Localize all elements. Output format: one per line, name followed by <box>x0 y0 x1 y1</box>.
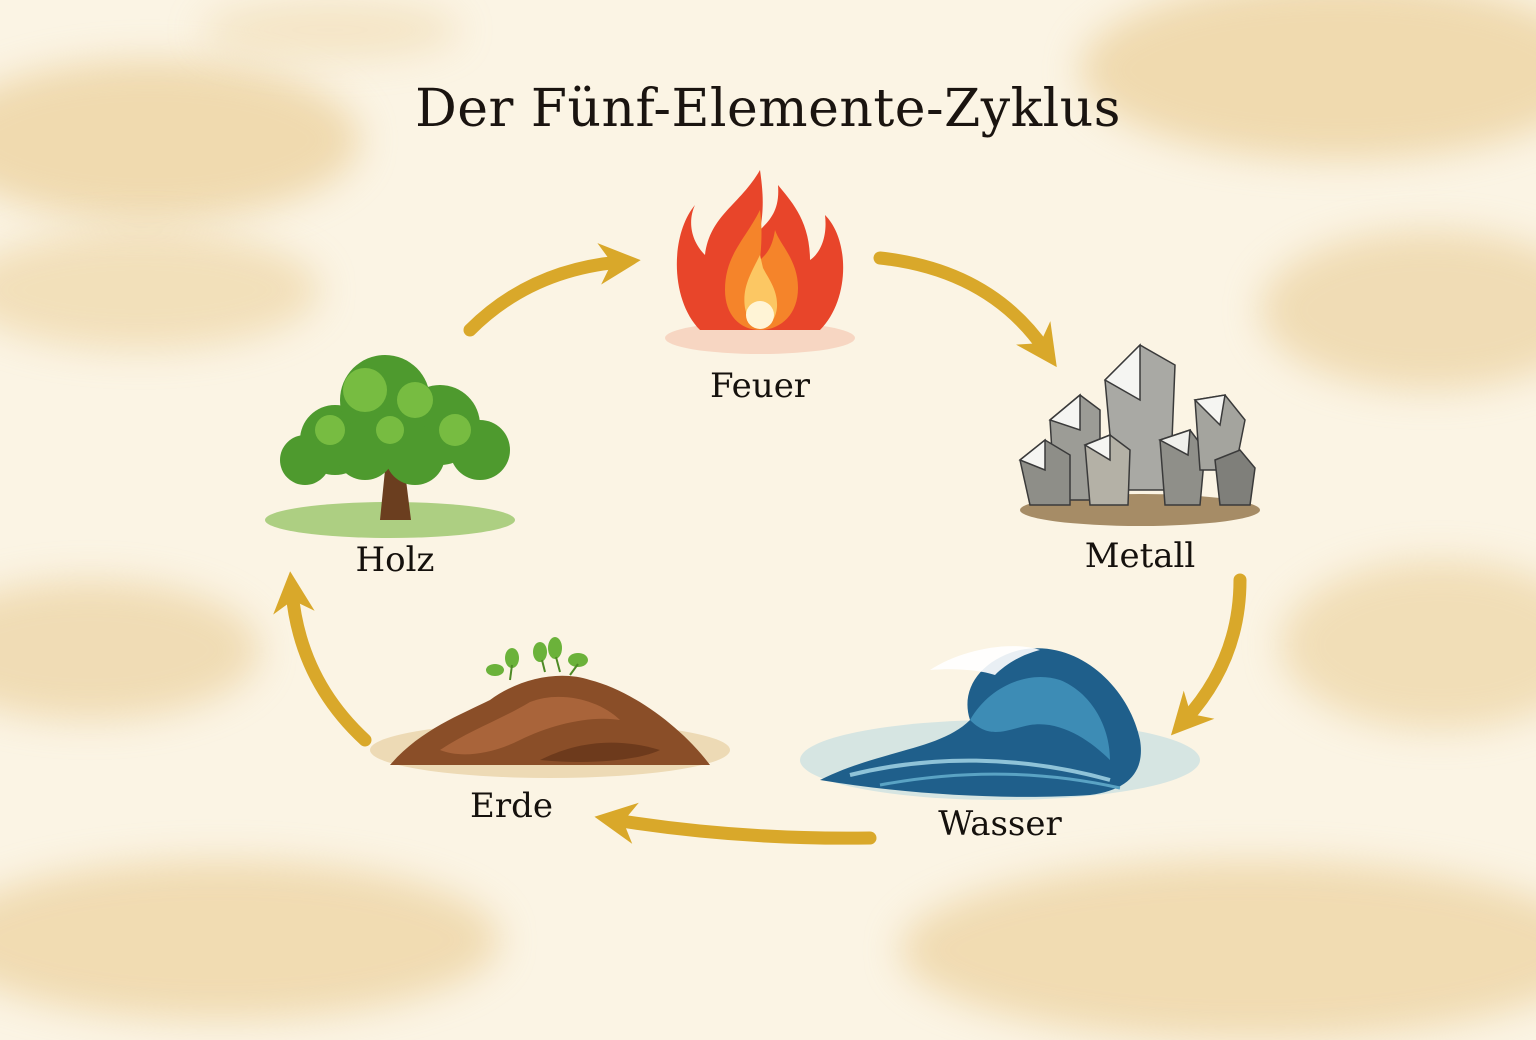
wave-icon <box>800 646 1200 800</box>
tree-icon <box>265 355 515 538</box>
element-metall: Metall <box>1010 340 1270 576</box>
element-erde: Erde <box>360 630 740 826</box>
element-label-metall: Metall <box>1084 536 1196 576</box>
arrow-wasser-to-erde <box>594 802 877 845</box>
element-feuer: Feuer <box>630 160 890 406</box>
arrow-erde-to-holz <box>273 571 372 747</box>
soil-mound-icon <box>370 637 730 778</box>
element-holz: Holz <box>255 330 535 580</box>
crystals-icon <box>1018 343 1260 526</box>
element-label-erde: Erde <box>470 786 553 826</box>
fire-icon <box>665 170 855 354</box>
arrow-feuer-to-metall <box>873 251 1057 368</box>
diagram-title: Der Fünf-Elemente-Zyklus <box>415 78 1121 139</box>
element-label-feuer: Feuer <box>709 366 811 406</box>
element-label-holz: Holz <box>355 540 435 580</box>
arrow-metall-to-wasser <box>1170 573 1247 736</box>
element-label-wasser: Wasser <box>938 804 1062 844</box>
arrow-holz-to-feuer <box>463 243 641 337</box>
element-wasser: Wasser <box>790 630 1210 844</box>
